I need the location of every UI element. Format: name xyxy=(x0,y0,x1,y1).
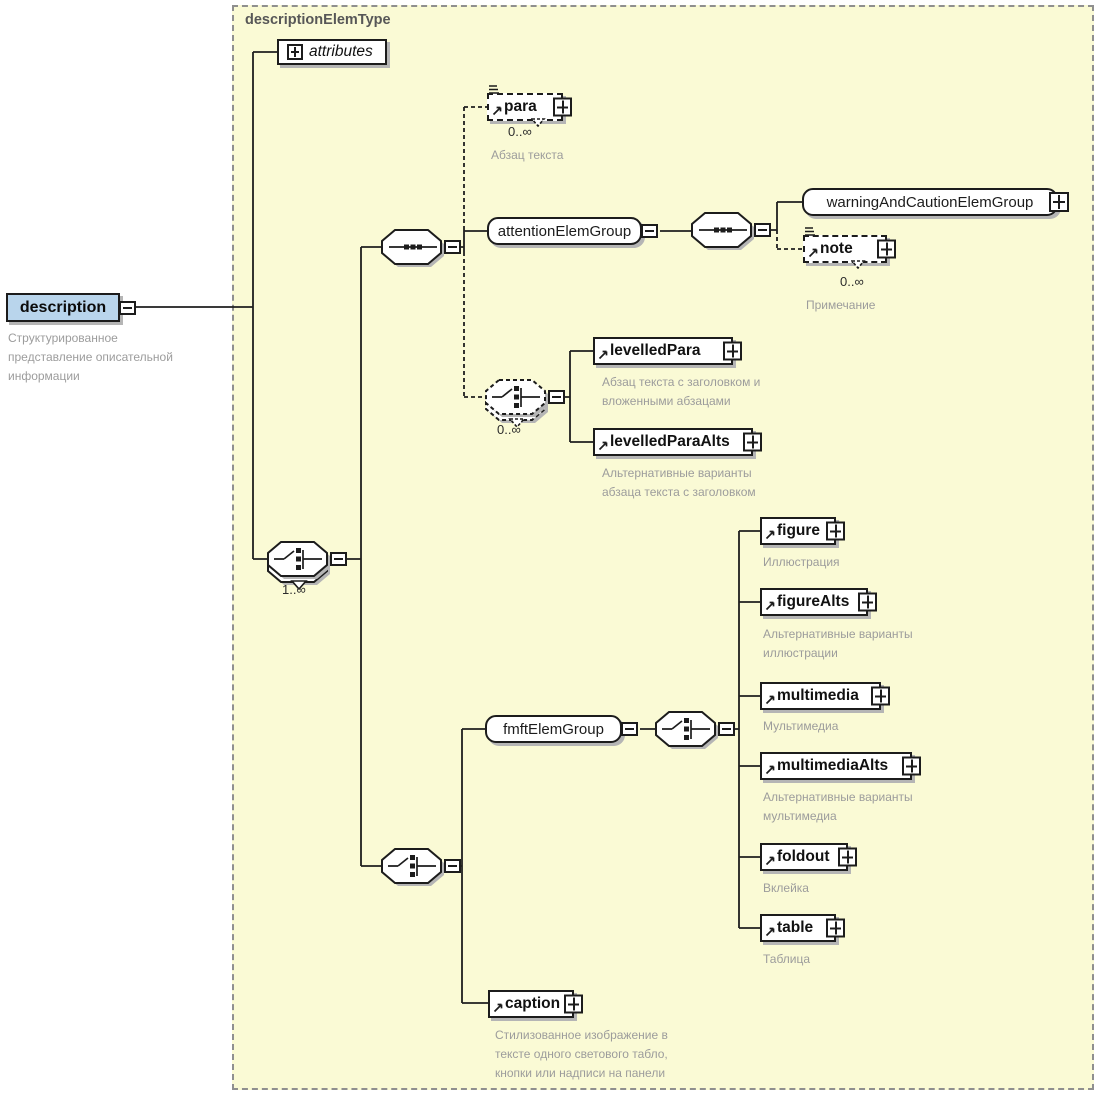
collapse-minus-icon[interactable] xyxy=(641,224,658,238)
repeat-marks-icon xyxy=(489,85,499,94)
collapse-minus-icon[interactable] xyxy=(754,223,771,237)
element-ref-icon xyxy=(765,765,775,775)
annotation-description: Структурированное представление описател… xyxy=(8,331,173,384)
collapse-minus-icon[interactable] xyxy=(444,240,461,254)
element-figure-alts-label: figureAlts xyxy=(777,593,850,610)
annotation-levelled-para: Абзац текста с заголовком и вложенными а… xyxy=(602,375,761,409)
element-multimedia-label: multimedia xyxy=(777,687,859,704)
group-warning-and-caution[interactable]: warningAndCautionElemGroup xyxy=(802,188,1069,216)
expand-plus-icon[interactable] xyxy=(1049,192,1069,212)
group-attention-label: attentionElemGroup xyxy=(497,222,632,240)
element-levelled-para-label: levelledPara xyxy=(610,342,701,359)
element-ref-icon xyxy=(493,1003,503,1013)
element-multimedia[interactable]: multimedia xyxy=(760,682,890,710)
annotation-multimedia: Мультимедиа xyxy=(763,719,839,733)
collapse-minus-icon[interactable] xyxy=(548,390,565,404)
element-para[interactable]: para xyxy=(487,85,572,127)
annotation-caption: Стилизованное изображение в тексте одног… xyxy=(495,1028,668,1081)
annotation-figure: Иллюстрация xyxy=(763,555,840,569)
group-fmft-label: fmftElemGroup xyxy=(503,720,604,738)
expand-plus-icon[interactable] xyxy=(877,239,896,259)
compositor-choice-main[interactable] xyxy=(267,541,347,591)
element-foldout[interactable]: foldout xyxy=(760,843,857,871)
expand-plus-icon[interactable] xyxy=(902,756,921,776)
expand-plus-icon[interactable] xyxy=(826,918,845,938)
compositor-sequence-attention[interactable] xyxy=(691,212,771,250)
element-table[interactable]: table xyxy=(760,914,845,942)
repeat-chevron-icon xyxy=(530,118,546,127)
element-figure-alts[interactable]: figureAlts xyxy=(760,588,877,616)
attributes-label: attributes xyxy=(309,43,373,60)
element-ref-icon xyxy=(765,856,775,866)
element-levelled-para-alts[interactable]: levelledParaAlts xyxy=(593,428,762,456)
compositor-choice-fmft[interactable] xyxy=(655,711,735,749)
group-fmft[interactable]: fmftElemGroup xyxy=(485,715,638,743)
element-caption-label: caption xyxy=(505,995,561,1012)
compositor-choice-levelled[interactable] xyxy=(485,379,565,429)
expand-plus-icon[interactable] xyxy=(743,432,762,452)
element-description[interactable]: description xyxy=(6,293,136,322)
collapse-minus-icon[interactable] xyxy=(621,722,638,736)
cardinality-note: 0..∞ xyxy=(840,274,864,289)
cardinality-levelled-choice: 0..∞ xyxy=(497,422,521,437)
complex-type-container: descriptionElemType xyxy=(232,5,1094,1090)
annotation-foldout: Вклейка xyxy=(763,881,809,895)
element-ref-icon xyxy=(598,441,608,451)
expand-plus-icon[interactable] xyxy=(838,847,857,867)
element-caption[interactable]: caption xyxy=(488,990,583,1018)
expand-plus-icon[interactable] xyxy=(723,341,742,361)
element-ref-icon xyxy=(765,530,775,540)
element-levelled-para[interactable]: levelledPara xyxy=(593,337,742,365)
expand-plus-icon[interactable] xyxy=(858,592,877,612)
collapse-minus-icon[interactable] xyxy=(444,859,461,873)
element-ref-icon xyxy=(598,350,608,360)
element-figure-label: figure xyxy=(777,522,821,539)
annotation-multimedia-alts: Альтернативные варианты мультимедиа xyxy=(763,790,913,824)
repeat-marks-icon xyxy=(805,227,815,236)
attributes-box[interactable]: attributes xyxy=(277,39,387,65)
element-ref-icon xyxy=(808,248,818,258)
group-warning-and-caution-label: warningAndCautionElemGroup xyxy=(826,193,1034,211)
element-ref-icon xyxy=(765,695,775,705)
element-ref-icon xyxy=(492,106,502,116)
cardinality-para: 0..∞ xyxy=(508,124,532,139)
element-levelled-para-alts-label: levelledParaAlts xyxy=(610,433,730,450)
element-note-label: note xyxy=(820,240,853,257)
annotation-levelled-para-alts: Альтернативные варианты абзаца текста с … xyxy=(602,466,756,500)
complex-type-title: descriptionElemType xyxy=(245,12,391,28)
cardinality-main-choice: 1..∞ xyxy=(282,582,306,597)
element-ref-icon xyxy=(765,601,775,611)
annotation-figure-alts: Альтернативные варианты иллюстрации xyxy=(763,627,913,661)
element-multimedia-alts-label: multimediaAlts xyxy=(777,757,889,774)
expand-plus-icon[interactable] xyxy=(553,97,572,117)
element-table-label: table xyxy=(777,919,814,936)
expand-plus-icon[interactable] xyxy=(826,521,845,541)
compositor-choice-bottom[interactable] xyxy=(381,848,461,886)
group-attention[interactable]: attentionElemGroup xyxy=(487,217,658,245)
element-note[interactable]: note xyxy=(803,227,896,269)
element-ref-icon xyxy=(765,927,775,937)
compositor-sequence-top[interactable] xyxy=(381,229,461,267)
collapse-minus-icon[interactable] xyxy=(330,552,347,566)
element-para-label: para xyxy=(504,98,537,115)
expand-plus-icon[interactable] xyxy=(564,994,583,1014)
expand-plus-icon[interactable] xyxy=(287,44,303,60)
annotation-note: Примечание xyxy=(806,298,876,312)
element-description-label: description xyxy=(19,298,107,316)
element-multimedia-alts[interactable]: multimediaAlts xyxy=(760,752,921,780)
element-foldout-label: foldout xyxy=(777,848,830,865)
repeat-chevron-icon xyxy=(851,260,867,269)
annotation-table: Таблица xyxy=(763,952,811,966)
annotation-para: Абзац текста xyxy=(491,148,564,162)
collapse-minus-icon[interactable] xyxy=(718,722,735,736)
expand-plus-icon[interactable] xyxy=(871,686,890,706)
collapse-minus-icon[interactable] xyxy=(119,300,136,315)
element-figure[interactable]: figure xyxy=(760,517,845,545)
